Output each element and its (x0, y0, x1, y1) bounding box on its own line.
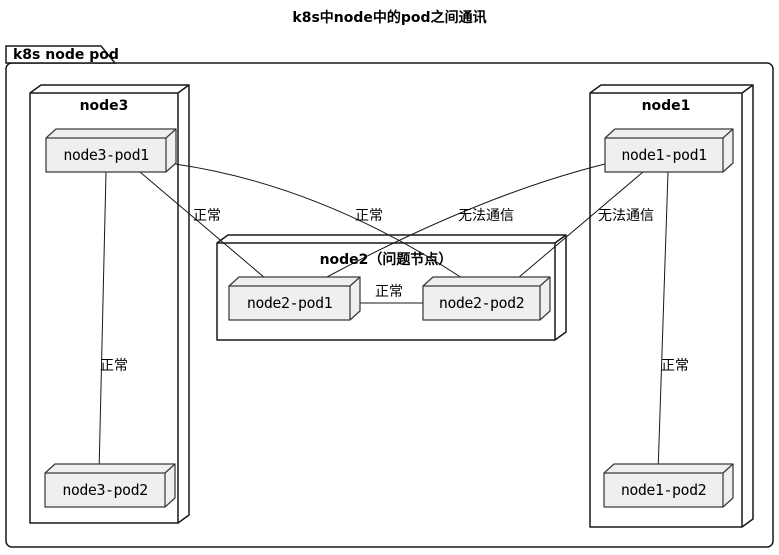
node1-pod1-box (604, 128, 734, 173)
node3-box-edges (30, 84, 190, 523)
node2-pod2-label: node2-pod2 (438, 294, 525, 312)
edge-node1pod1-node2pod1 (324, 163, 606, 279)
node3-pod2-box (44, 463, 176, 508)
frame-label: k8s node pod (13, 47, 119, 63)
node1-pod1-box-edges (605, 128, 734, 172)
node2-pod2-box-edges (423, 276, 551, 320)
edge-node3pod1-node2pod1 (139, 171, 266, 279)
edge-label-node2pod1-node2pod2: 正常 (375, 284, 403, 300)
node3-pod2-box-edges (45, 463, 176, 507)
node1-pod2-box-edges (604, 463, 734, 507)
node1-pod2-label: node1-pod2 (620, 481, 707, 499)
edge-node3pod1-node2pod2 (174, 163, 463, 279)
node3-pod1-box-edges (46, 128, 177, 172)
edge-label-node3pod1-node2pod1: 正常 (193, 208, 221, 224)
edge-label-node1pod1-node2pod1: 无法通信 (458, 208, 514, 224)
edge-label-node1pod1-node1pod2: 正常 (661, 358, 689, 374)
edge-label-node3pod1-node3pod2: 正常 (100, 358, 128, 374)
node2-box-edges (217, 234, 567, 340)
node2-title: node2（问题节点） (319, 252, 453, 268)
edge-node1pod1-node1pod2 (657, 171, 669, 474)
node1-box-edges (590, 84, 754, 527)
node2-pod2-box (422, 276, 551, 321)
node3-pod1-label: node3-pod1 (63, 146, 149, 164)
node2-pod1-box-edges (229, 276, 361, 320)
edge-label-node3pod1-node2pod2: 正常 (355, 208, 383, 224)
node3-box (29, 84, 190, 524)
frame-tab (5, 45, 117, 64)
node1-title: node1 (641, 98, 691, 114)
node1-pod2-box (603, 463, 734, 508)
edge-node1pod1-node2pod2 (517, 171, 644, 279)
node1-box (589, 84, 754, 528)
edge-node3pod1-node3pod2 (98, 171, 107, 474)
node1-pod1-label: node1-pod1 (621, 146, 707, 164)
node3-pod2-label: node3-pod2 (62, 481, 148, 499)
diagram-title: k8s中node中的pod之间通讯 (292, 10, 487, 26)
node3-title: node3 (79, 98, 129, 114)
node2-pod1-box (228, 276, 361, 321)
node3-pod1-box (45, 128, 177, 173)
node2-pod1-label: node2-pod1 (246, 294, 333, 312)
edge-label-node1pod1-node2pod2: 无法通信 (598, 208, 654, 224)
